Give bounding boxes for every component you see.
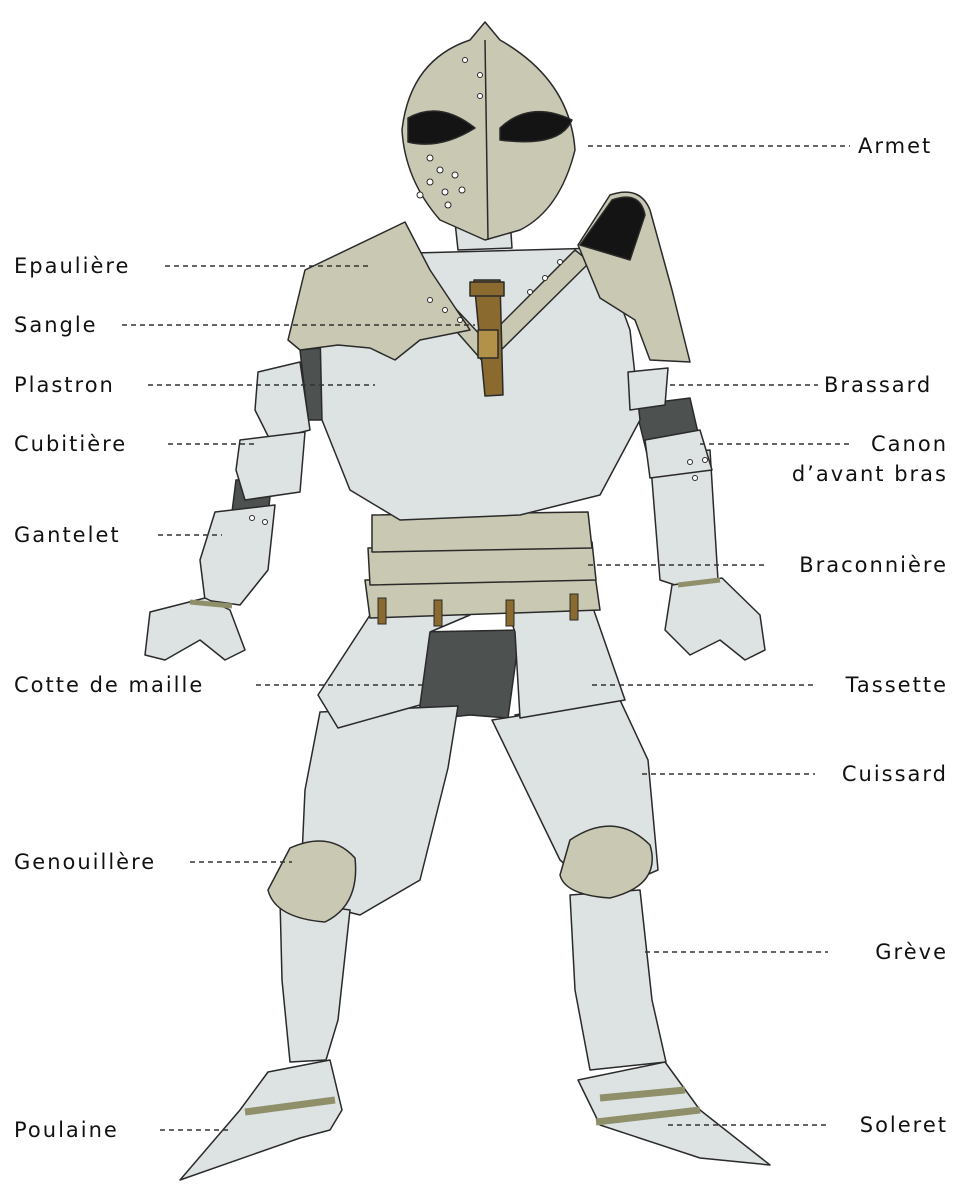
label-poulaine: Poulaine (14, 1118, 119, 1142)
label-sangle: Sangle (14, 313, 98, 337)
right-tasset (508, 605, 625, 718)
label-cubitiere: Cubitière (14, 432, 127, 456)
left-knee (268, 841, 356, 922)
left-shin (280, 900, 350, 1062)
label-soleret: Soleret (860, 1113, 948, 1137)
label-braconniere: Braconnière (799, 553, 948, 577)
right-rerebrace (628, 368, 668, 410)
right-shin (570, 890, 666, 1070)
label-tassette: Tassette (846, 673, 948, 697)
label-brassard: Brassard (824, 373, 932, 397)
label-canon-line1: Canon (871, 432, 948, 456)
mail-groin (418, 630, 520, 718)
label-gantelet: Gantelet (14, 523, 121, 547)
left-couter (236, 432, 305, 500)
right-hand (665, 578, 765, 660)
label-genouillere: Genouillère (14, 850, 156, 874)
label-plastron: Plastron (14, 373, 115, 397)
label-cotte: Cotte de maille (14, 673, 204, 697)
left-foot (180, 1060, 342, 1180)
left-rerebrace (255, 362, 310, 440)
label-epauliere: Epaulière (14, 254, 130, 278)
label-armet: Armet (858, 134, 932, 158)
label-greve: Grève (875, 940, 948, 964)
label-cuissard: Cuissard (842, 762, 948, 786)
label-canon-line2: d’avant bras (792, 462, 948, 486)
right-knee (560, 826, 652, 898)
